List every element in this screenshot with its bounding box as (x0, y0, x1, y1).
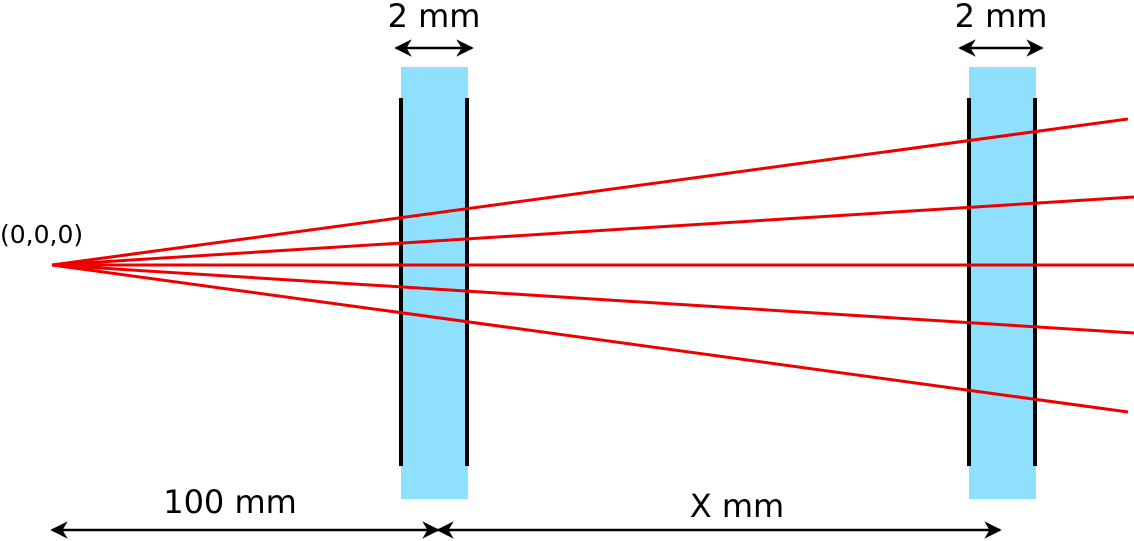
ray-lower-middle (51, 263, 1134, 335)
detector-1 (399, 67, 469, 499)
ray-upper-middle (51, 195, 1134, 267)
distance-detector-1-to-detector-2-label: X mm (690, 487, 784, 525)
ray-upper (51, 117, 1129, 267)
detector-1-body (401, 67, 468, 499)
detector-2-thickness-label: 2 mm (955, 0, 1048, 35)
origin-label: (0,0,0) (0, 220, 83, 249)
rays (51, 117, 1134, 414)
detector-1-thickness-label: 2 mm (388, 0, 481, 35)
distance-origin-to-detector-1-label: 100 mm (163, 483, 297, 521)
ray-lower (51, 263, 1129, 414)
